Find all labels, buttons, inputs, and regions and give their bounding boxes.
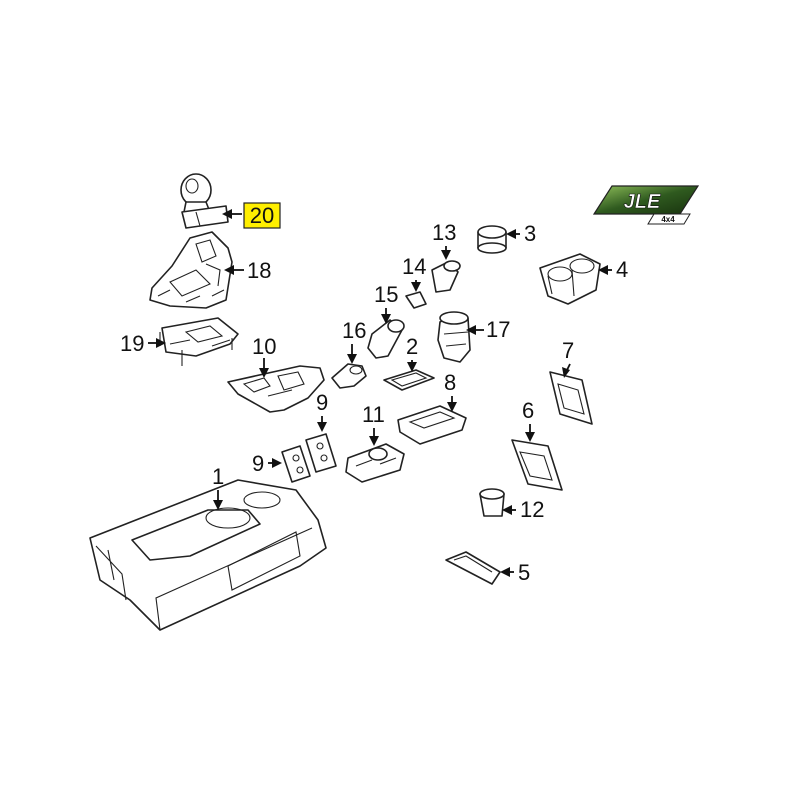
part-10-trim-panel (227, 365, 325, 413)
part-13-lighter (431, 260, 461, 293)
callout-7: 7 (562, 338, 574, 363)
part-4-cup-tray (539, 253, 601, 305)
part-11-control-module (345, 443, 405, 483)
part-6-tray (511, 439, 563, 491)
part-3-cup-insert (477, 225, 507, 254)
part-9-switch-panel-a (281, 445, 311, 483)
jle-logo: JLE 4x4 (592, 185, 700, 225)
callout-12: 12 (520, 497, 544, 522)
part-8-storage-bin (397, 405, 467, 445)
part-17-socket-assembly (437, 311, 471, 363)
callout-20: 20 (250, 203, 274, 228)
callout-11: 11 (362, 402, 385, 427)
part-19-bracket (159, 317, 239, 366)
callout-20-highlight (243, 202, 281, 229)
callout-1: 1 (212, 464, 224, 489)
part-12-outlet (479, 488, 505, 517)
part-20-shift-knob (180, 173, 229, 229)
part-9-switch-panel-b (305, 433, 337, 473)
callout-16: 16 (342, 318, 366, 343)
logo-text: JLE (624, 191, 661, 213)
callout-3: 3 (524, 221, 536, 246)
part-7-side-bracket (549, 371, 593, 425)
callout-9-left: 9 (252, 451, 264, 476)
part-1-center-console (89, 479, 327, 631)
callout-14: 14 (402, 254, 426, 279)
callout-2: 2 (406, 334, 418, 359)
callout-15: 15 (374, 282, 398, 307)
logo-subtext: 4x4 (661, 215, 675, 224)
callout-5: 5 (518, 560, 530, 585)
part-5-trim-strip (445, 551, 501, 585)
callout-8: 8 (444, 370, 456, 395)
part-2-gasket (383, 369, 435, 391)
callout-17: 17 (486, 317, 510, 342)
part-16-socket (331, 363, 367, 389)
callout-18: 18 (247, 258, 271, 283)
part-14-cap (405, 291, 427, 309)
callout-13: 13 (432, 220, 456, 245)
callout-10: 10 (252, 334, 276, 359)
part-15-power-outlet (367, 319, 405, 359)
callout-19: 19 (120, 331, 144, 356)
callout-6: 6 (522, 398, 534, 423)
callout-4: 4 (616, 257, 628, 282)
part-18-shifter (149, 231, 233, 309)
callout-9-top: 9 (316, 390, 328, 415)
